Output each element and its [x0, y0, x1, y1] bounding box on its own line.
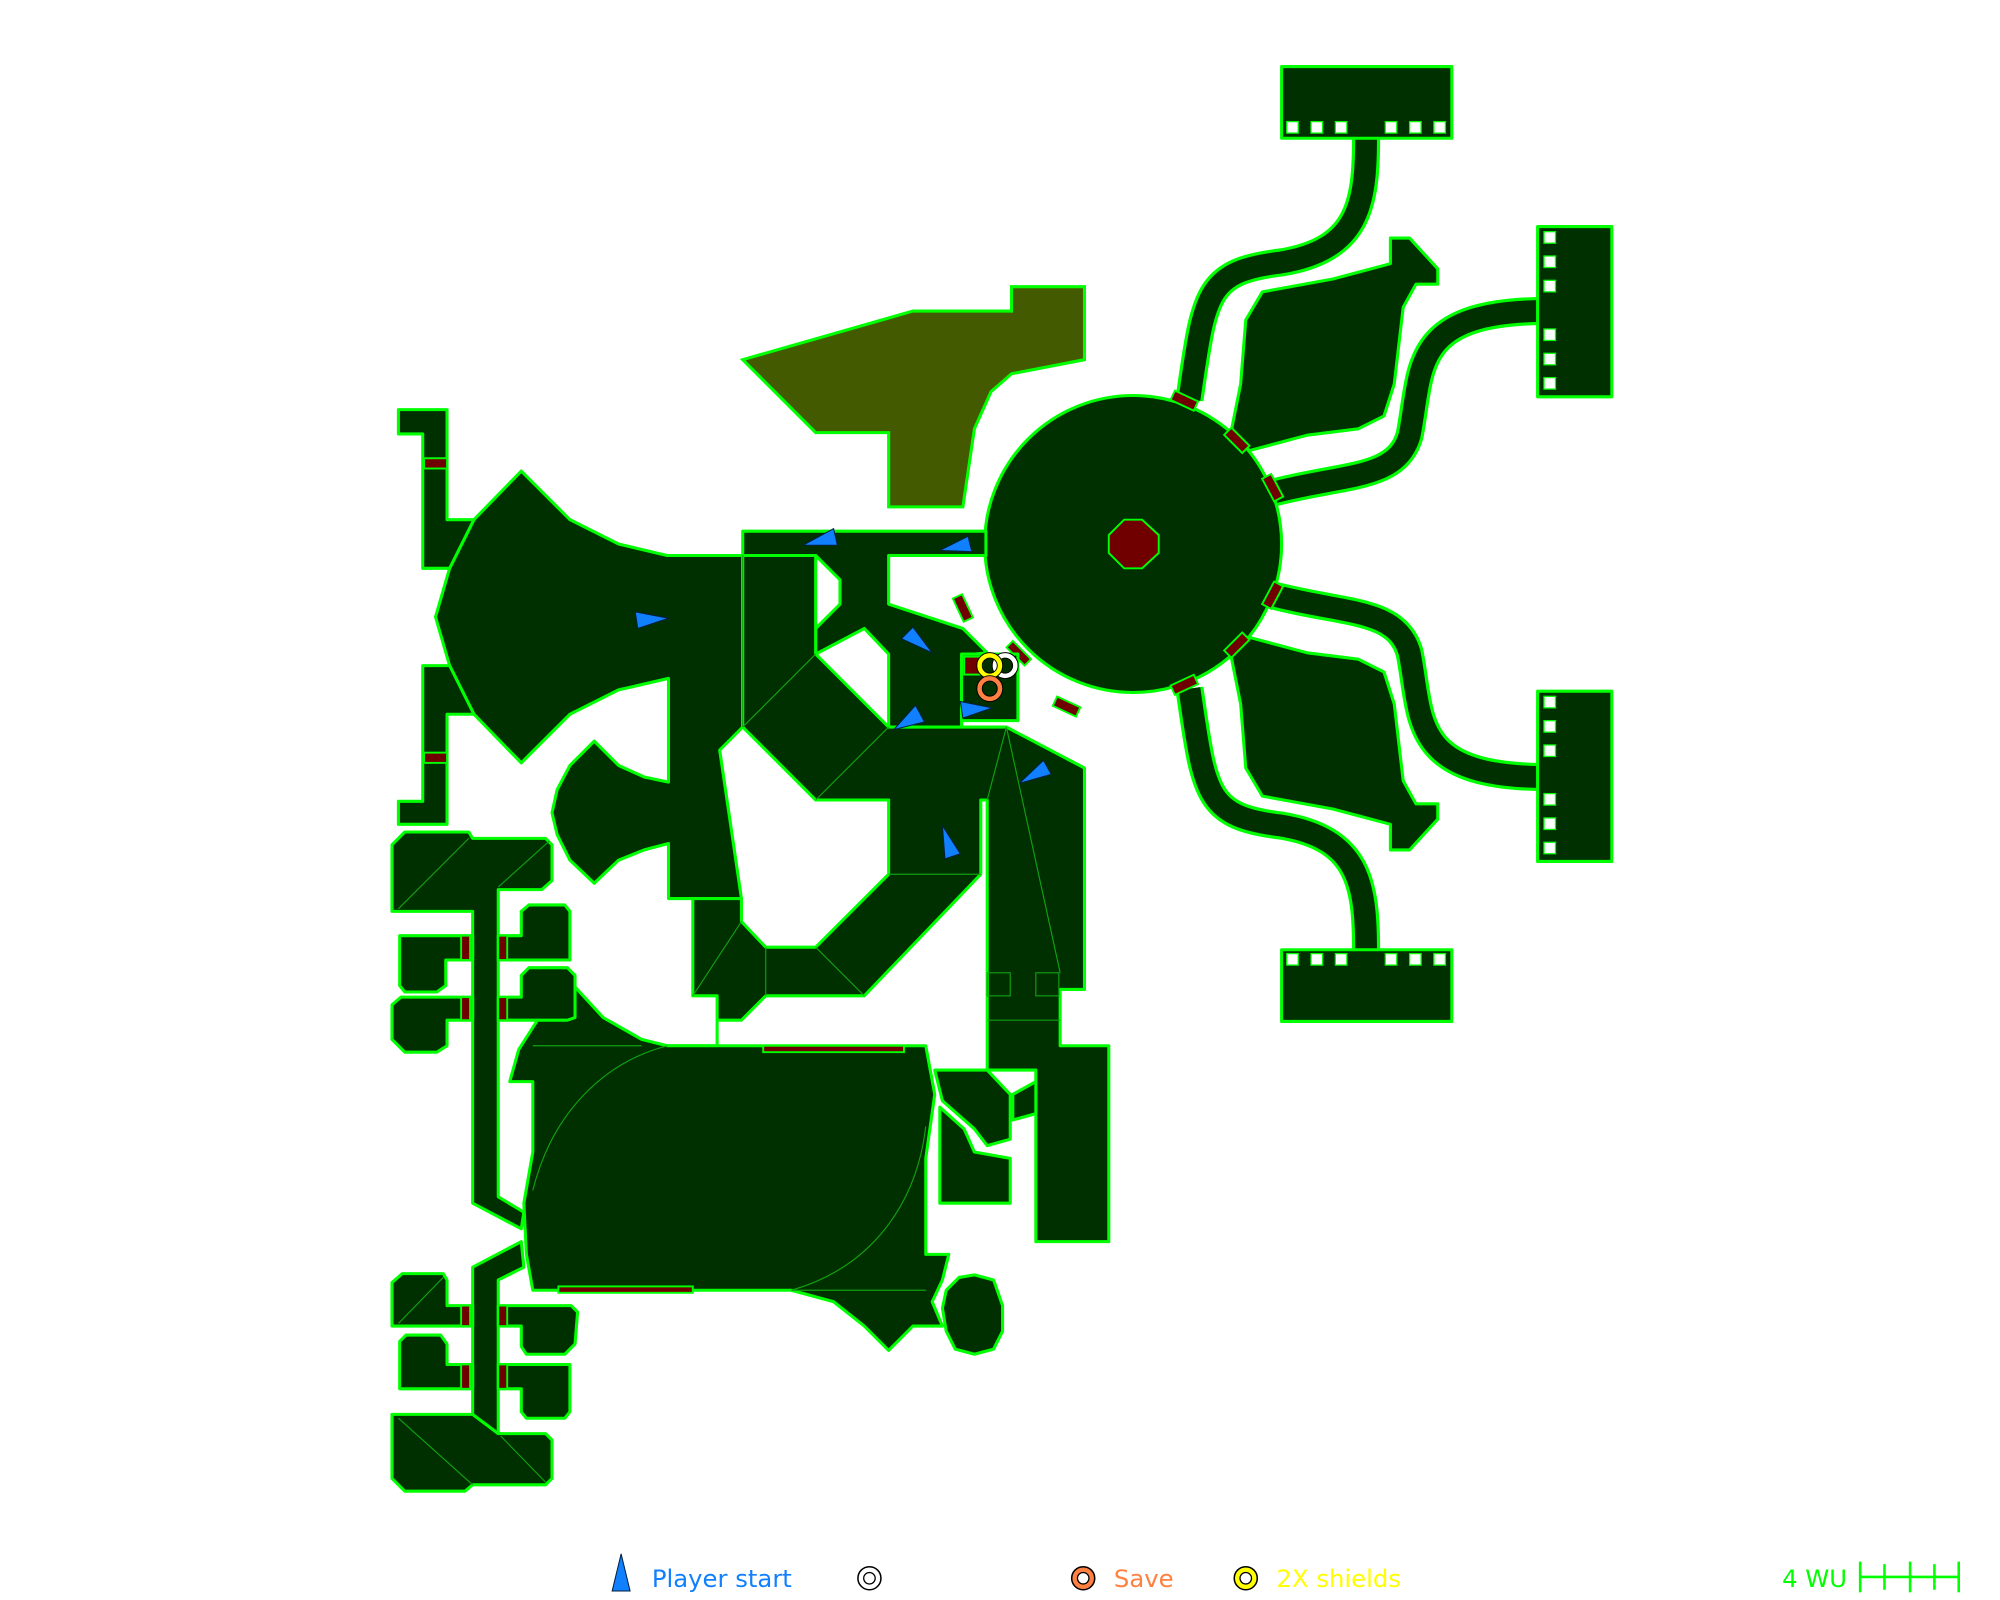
- hub-doors: [951, 389, 1285, 718]
- player-start-icon: [802, 527, 839, 546]
- legend: Player start Save 2X shields: [611, 1553, 1401, 1593]
- corridor-arms: [1175, 138, 1538, 950]
- player-start-icon: [1018, 759, 1052, 784]
- olive-zone: [739, 285, 1087, 509]
- bottom-hall: [508, 984, 951, 1352]
- player-start-icon: [941, 825, 962, 860]
- player-start-legend-icon: [611, 1553, 631, 1592]
- player-start-icon: [959, 700, 995, 719]
- side-room-a: [933, 1068, 1012, 1148]
- interior-lines: [692, 555, 1061, 1021]
- scale-label: 4 WU: [1782, 1564, 1847, 1593]
- end-rooms: [1280, 65, 1614, 1023]
- scale-bar: 4 WU: [1782, 1561, 1960, 1593]
- axe-room: [433, 469, 745, 901]
- legend-player-start: Player start: [652, 1564, 792, 1593]
- left-corridor-bottom: [396, 664, 476, 826]
- legend-shields: 2X shields: [1276, 1564, 1401, 1593]
- player-start-icon: [892, 704, 926, 731]
- side-room-c: [1011, 1080, 1038, 1122]
- upper-right-lobe: [1228, 236, 1440, 453]
- oval-room: [940, 1273, 1005, 1356]
- left-corridor-top: [396, 408, 476, 570]
- side-room-b: [938, 1105, 1012, 1205]
- hall-lines: [532, 1045, 927, 1291]
- player-start-icon: [900, 626, 933, 654]
- left-wing: [390, 830, 580, 1493]
- player-start-markers: [634, 527, 1052, 860]
- legend-save: Save: [1114, 1564, 1174, 1593]
- player-start-icon: [939, 535, 973, 553]
- hub-center-pad: [1107, 518, 1160, 570]
- player-start-icon: [634, 611, 671, 630]
- central-complex: [665, 553, 1111, 1244]
- lower-right-lobe: [1228, 635, 1440, 852]
